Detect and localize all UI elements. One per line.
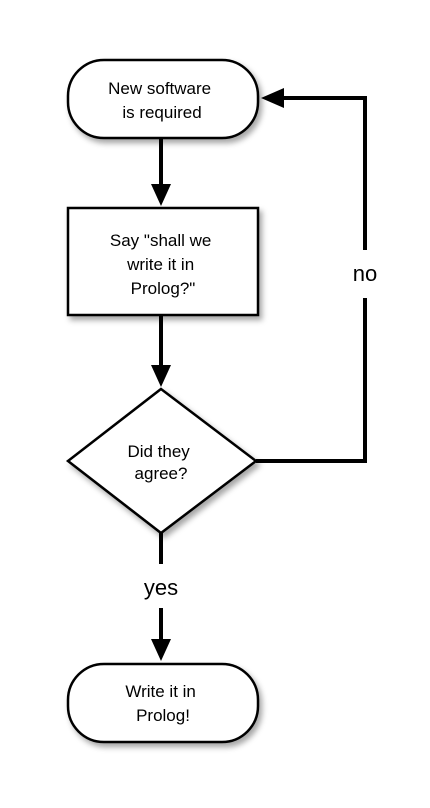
end-node-line-1: Write it in xyxy=(125,682,196,701)
edge-label-no: no xyxy=(353,261,377,286)
start-node-text: New software is required xyxy=(108,79,216,122)
ask-node-line-1: Say "shall we xyxy=(110,231,211,250)
ask-node-line-2: write it in xyxy=(126,255,194,274)
end-node-text: Write it in Prolog! xyxy=(125,682,200,725)
start-node xyxy=(66,58,260,140)
ask-node-shape xyxy=(66,206,260,317)
decision-node-shape xyxy=(65,387,259,535)
decision-node xyxy=(65,387,259,535)
ask-node xyxy=(66,206,260,317)
arrowhead-decision-to-end xyxy=(151,639,171,661)
end-node-shape xyxy=(66,662,260,744)
arrowhead-start-to-ask xyxy=(151,184,171,206)
decision-node-line-2: agree? xyxy=(135,464,188,483)
start-node-line-1: New software xyxy=(108,79,211,98)
yes-label-mask xyxy=(136,564,188,608)
start-node-line-2: is required xyxy=(122,103,201,122)
ask-node-line-3: Prolog?" xyxy=(131,279,196,298)
decision-node-line-1: Did they xyxy=(127,442,190,461)
decision-node-text: Did they agree? xyxy=(127,442,194,483)
start-node-shape xyxy=(66,58,260,140)
end-node xyxy=(66,662,260,744)
end-node-line-2: Prolog! xyxy=(136,706,190,725)
ask-node-text: Say "shall we write it in Prolog?" xyxy=(110,231,216,298)
edge-label-yes: yes xyxy=(144,575,178,600)
arrowhead-ask-to-decision xyxy=(151,365,171,387)
arrowhead-no-loop xyxy=(261,88,284,108)
no-label-mask xyxy=(346,250,386,298)
